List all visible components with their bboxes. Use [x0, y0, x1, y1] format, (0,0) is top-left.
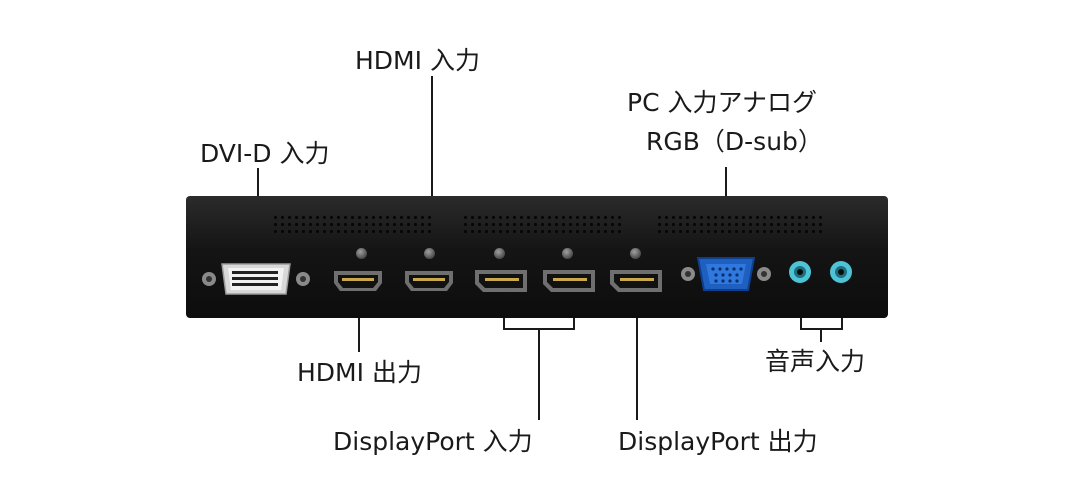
audio-jack-icon: [830, 261, 852, 283]
vent-grille-2: [462, 214, 624, 236]
rear-panel: [186, 196, 888, 318]
leader-audio-stem: [820, 328, 822, 342]
screw: [630, 248, 641, 259]
label-pc-in-line1: PC 入力アナログ: [627, 88, 817, 117]
label-audio-in: 音声入力: [765, 347, 866, 376]
label-hdmi-out: HDMI 出力: [297, 358, 422, 387]
hdmi-port-icon: [405, 271, 453, 291]
label-dvi-in: DVI-D 入力: [200, 139, 330, 168]
vent-grille-3: [656, 214, 824, 236]
displayport-icon: [543, 270, 595, 292]
screw: [562, 248, 573, 259]
leader-hdmi-in: [431, 76, 433, 270]
leader-hdmi-out: [358, 296, 360, 352]
displayport-icon: [610, 270, 662, 292]
hdmi-port-icon: [334, 271, 382, 291]
screw: [494, 248, 505, 259]
vga-port-icon: [681, 257, 771, 291]
vent-grille-1: [272, 214, 432, 236]
label-hdmi-in: HDMI 入力: [355, 46, 480, 75]
leader-dp-out: [636, 296, 638, 420]
screw: [424, 248, 435, 259]
screw: [356, 248, 367, 259]
label-dp-out: DisplayPort 出力: [618, 427, 818, 456]
displayport-icon: [475, 270, 527, 292]
label-dp-in: DisplayPort 入力: [333, 427, 533, 456]
dvi-port-icon: [202, 263, 310, 295]
leader-dp-in-stem: [538, 328, 540, 420]
label-pc-in-line2: RGB（D-sub）: [646, 127, 823, 156]
audio-jack-icon: [789, 261, 811, 283]
